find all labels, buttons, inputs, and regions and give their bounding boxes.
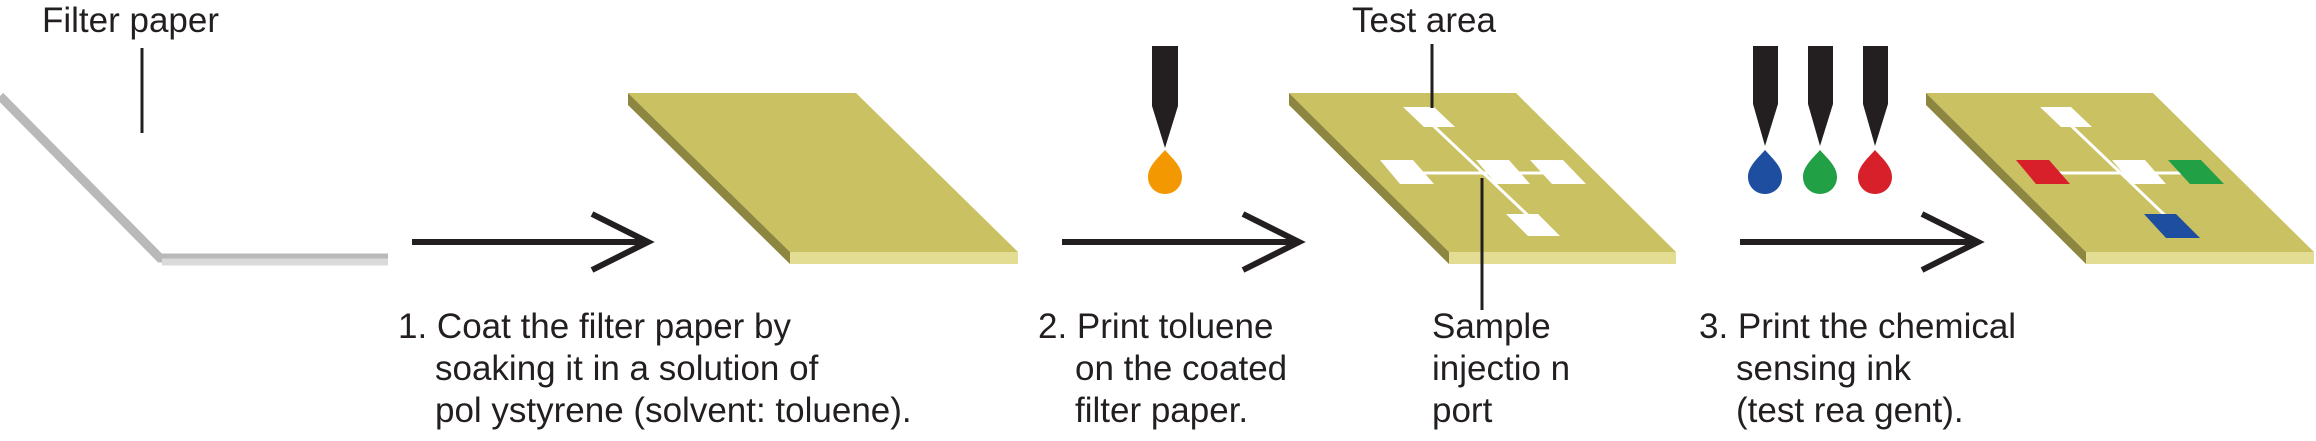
step-2-line-3: filter paper.	[1075, 391, 1249, 430]
ink-drop-blue	[1748, 150, 1782, 194]
toluene-nozzle	[1152, 46, 1178, 148]
ink-drop-red	[1858, 150, 1892, 194]
step-1-line-2: soaking it in a solution of	[435, 349, 819, 388]
step-1-caption: 1. Coat the filter paper by soaking it i…	[398, 306, 912, 432]
step-2-line-2: on the coated	[1075, 349, 1288, 388]
toluene-drop	[1148, 150, 1182, 194]
coated-paper-1	[628, 93, 1018, 264]
arrow-1	[412, 211, 655, 273]
sensor-zone-blue	[2144, 214, 2200, 238]
step-3-line-3: (test rea gent).	[1736, 391, 1964, 430]
sample-port-line-2: injectio n	[1432, 349, 1571, 388]
ink-nozzle-green	[1808, 46, 1833, 146]
arrow-3	[1740, 211, 1985, 273]
sensor-zone-red	[2016, 160, 2070, 184]
channels	[1410, 113, 1560, 224]
raw-filter-paper	[0, 92, 388, 266]
patterned-paper	[1289, 93, 1676, 264]
step-1-line-1: 1. Coat the filter paper by	[398, 307, 791, 346]
sensor-zone-green	[2168, 160, 2224, 184]
step-3-caption: 3. Print the chemical sensing ink (test …	[1699, 306, 2016, 432]
test-zones	[1380, 107, 1586, 236]
ink-nozzle-red	[1863, 46, 1888, 146]
step-1-line-3: pol ystyrene (solvent: toluene).	[435, 391, 912, 430]
step-2-line-1: 2. Print toluene	[1038, 307, 1274, 346]
raw-paper-edge	[0, 92, 388, 263]
sensor-zone-top	[2040, 107, 2092, 127]
sample-port-line-1: Sample	[1432, 307, 1551, 346]
arrow-2	[1062, 211, 1306, 273]
sensor-paper	[1926, 93, 2314, 264]
sensor-zone-center	[2112, 160, 2166, 184]
step-3-line-2: sensing ink	[1736, 349, 1912, 388]
sample-port-line-3: port	[1432, 391, 1493, 430]
sample-port-label: Sample injectio n port	[1432, 306, 1570, 432]
center-zone	[1476, 160, 1530, 184]
ink-drop-green	[1803, 150, 1837, 194]
filter-paper-label: Filter paper	[42, 1, 220, 40]
step-2-caption: 2. Print toluene on the coated filter pa…	[1038, 306, 1287, 432]
step-3-line-1: 3. Print the chemical	[1699, 307, 2017, 346]
test-area-label: Test area	[1352, 1, 1496, 40]
ink-nozzle-blue	[1753, 46, 1778, 146]
ink-nozzles	[1753, 46, 1888, 146]
